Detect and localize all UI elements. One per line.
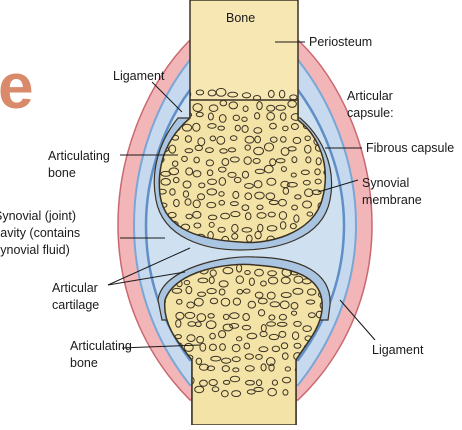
- label-bone: Bone: [226, 11, 255, 25]
- label-articulating-bone-top-1: Articulating: [48, 149, 110, 163]
- label-ligament-bottom: Ligament: [372, 343, 424, 357]
- label-ligament-top: Ligament: [113, 69, 165, 83]
- label-articular-capsule-1: Articular: [347, 89, 393, 103]
- spongy-bone-pore: [170, 390, 178, 394]
- slide-letter-fragment: e: [0, 50, 34, 122]
- spongy-bone-pore: [319, 391, 326, 398]
- label-synovial-cavity-2: cavity (contains: [0, 226, 80, 240]
- label-synovial-cavity-1: Synovial (joint): [0, 209, 76, 223]
- label-articulating-bone-bottom-2: bone: [70, 356, 98, 370]
- spongy-bone-pore: [161, 391, 167, 397]
- label-synovial-membrane-2: membrane: [362, 193, 422, 207]
- label-periosteum: Periosteum: [309, 35, 372, 49]
- label-articulating-bone-bottom-1: Articulating: [70, 339, 132, 353]
- label-synovial-membrane-1: Synovial: [362, 176, 409, 190]
- label-articular-capsule-2: capsule:: [347, 106, 394, 120]
- label-articular-cartilage-1: Articular: [52, 281, 98, 295]
- label-synovial-cavity-3: synovial fluid): [0, 243, 70, 257]
- label-articulating-bone-top-2: bone: [48, 166, 76, 180]
- spongy-bone-pore: [161, 377, 168, 381]
- label-articular-cartilage-2: cartilage: [52, 298, 99, 312]
- label-fibrous-capsule: Fibrous capsule: [366, 141, 454, 155]
